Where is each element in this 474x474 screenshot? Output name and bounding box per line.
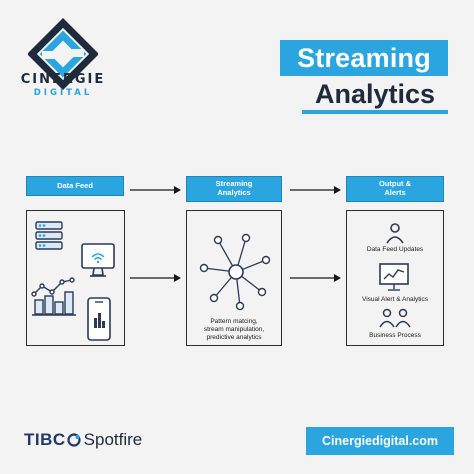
presentation-chart-icon xyxy=(379,263,409,291)
phone-chart-icon xyxy=(87,297,111,341)
brand-subtitle: DIGITAL xyxy=(33,88,93,98)
partner-name-light: Spotfire xyxy=(83,430,143,449)
output-item-business-process: Business Process xyxy=(369,332,421,339)
network-node-icon xyxy=(199,233,271,311)
cinergie-logo-icon xyxy=(28,17,98,91)
brand-name: CINERGIE xyxy=(20,72,106,87)
arrow-right-icon xyxy=(290,274,341,282)
header-output-alerts-label: Output & Alerts xyxy=(378,179,412,197)
server-stack-icon xyxy=(35,221,63,250)
output-item-data-feed-updates: Data Feed Updates xyxy=(366,246,424,253)
header-streaming-analytics-label: Streaming Analytics xyxy=(215,179,253,197)
people-icon xyxy=(386,223,404,244)
people-icon xyxy=(379,308,411,328)
monitor-wifi-icon xyxy=(81,243,115,277)
arrow-right-icon xyxy=(130,274,181,282)
output-item-visual-alert: Visual Alert & Analytics xyxy=(362,296,428,303)
page-title-line-2: Analytics xyxy=(302,79,448,114)
website-link-button[interactable]: Cinergiedigital.com xyxy=(306,427,454,455)
header-output-alerts: Output & Alerts xyxy=(346,176,444,202)
header-data-feed-label: Data Feed xyxy=(57,180,93,190)
tibco-o-icon xyxy=(67,433,81,447)
page-title-line-1: Streaming xyxy=(280,40,448,76)
bar-chart-icon xyxy=(31,277,76,316)
partner-name-bold: TIBC xyxy=(24,430,66,449)
header-data-feed: Data Feed xyxy=(26,176,124,196)
arrow-right-icon xyxy=(130,186,181,194)
partner-logo: TIBC Spotfire xyxy=(24,429,142,451)
arrow-right-icon xyxy=(290,186,341,194)
streaming-analytics-caption: Pattern matcing, stream manipulation, pr… xyxy=(203,318,265,341)
header-streaming-analytics: Streaming Analytics xyxy=(186,176,282,202)
